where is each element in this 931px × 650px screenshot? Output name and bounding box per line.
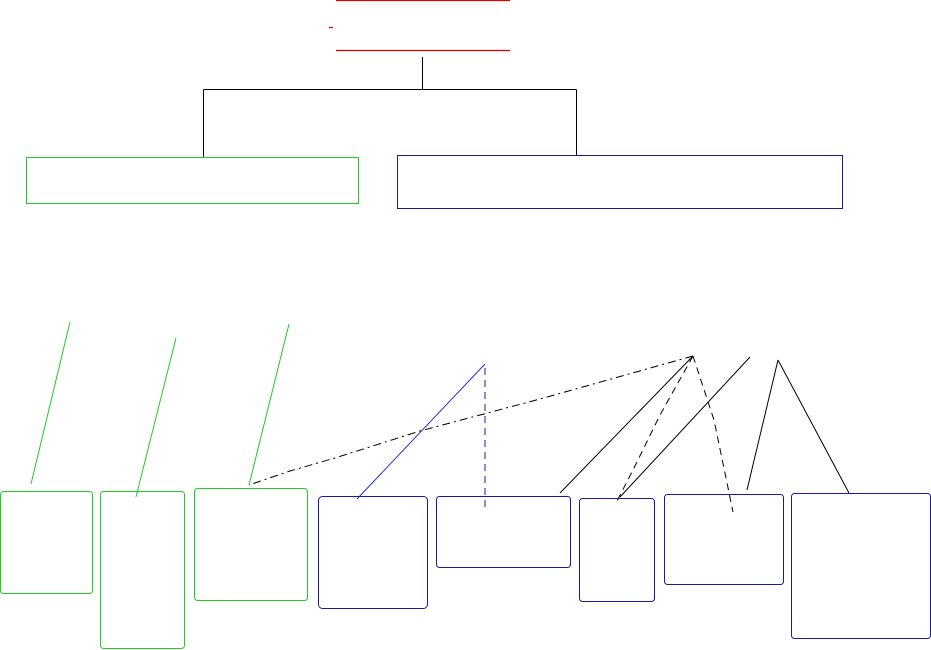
green-connector-2 <box>135 337 177 498</box>
dashdot-connector-leaf-3 <box>248 355 694 486</box>
left-group-box <box>26 157 359 204</box>
solid-connector-leaf-8 <box>777 359 850 494</box>
right-group <box>397 155 843 209</box>
leaf-box-2 <box>100 491 185 649</box>
leaf-box-6 <box>579 498 655 602</box>
leaf-box-4 <box>318 496 428 609</box>
green-connector-1 <box>30 321 71 485</box>
right-group-box <box>397 155 843 209</box>
green-connector-3 <box>248 323 290 486</box>
leaf-box-7 <box>664 494 784 585</box>
blue-leaf-connectors <box>248 355 850 513</box>
root-node <box>329 0 510 52</box>
leaf-nodes <box>0 488 931 649</box>
root-connectors <box>203 57 577 157</box>
leaf-box-1 <box>0 491 93 594</box>
solid-connector-leaf-6 <box>619 356 751 498</box>
dashed-connector-leaf-7 <box>692 355 734 513</box>
leaf-box-3 <box>194 488 308 601</box>
green-leaf-connectors <box>30 321 290 498</box>
solid-connector-leaf-5 <box>559 355 694 494</box>
leaf-box-5 <box>436 496 571 568</box>
leaf-box-8 <box>791 493 931 639</box>
dashed-connector-leaf-6 <box>615 355 694 504</box>
solid-connector-leaf-7 <box>746 359 779 491</box>
blue-connector-leaf-4 <box>356 363 486 500</box>
left-group <box>26 157 359 204</box>
